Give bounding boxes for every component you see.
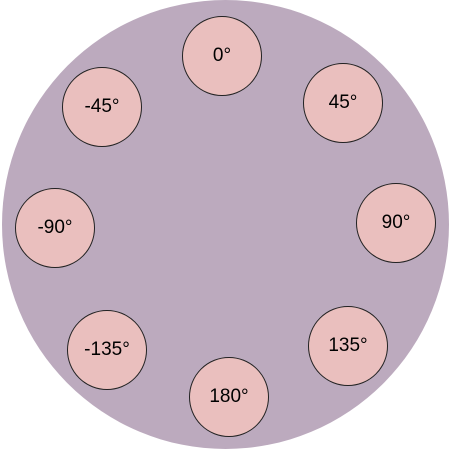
angle-label: 180° — [209, 386, 249, 407]
angle-node-45: 45° — [303, 63, 383, 143]
angle-node-90: 90° — [356, 183, 436, 263]
angle-label: 45° — [328, 92, 358, 113]
angle-node-135: 135° — [308, 306, 388, 386]
angle-node-minus-45: -45° — [62, 67, 142, 147]
angle-node-0: 0° — [182, 16, 262, 96]
angle-node-180: 180° — [189, 357, 269, 437]
angle-label: -45° — [84, 96, 120, 117]
angle-label: 135° — [328, 335, 368, 356]
angle-label: -135° — [84, 339, 130, 360]
angle-label: -90° — [37, 217, 73, 238]
angle-node-minus-90: -90° — [15, 188, 95, 268]
angle-node-minus-135: -135° — [67, 310, 147, 390]
angle-label: 90° — [381, 212, 411, 233]
angle-label: 0° — [212, 45, 232, 66]
